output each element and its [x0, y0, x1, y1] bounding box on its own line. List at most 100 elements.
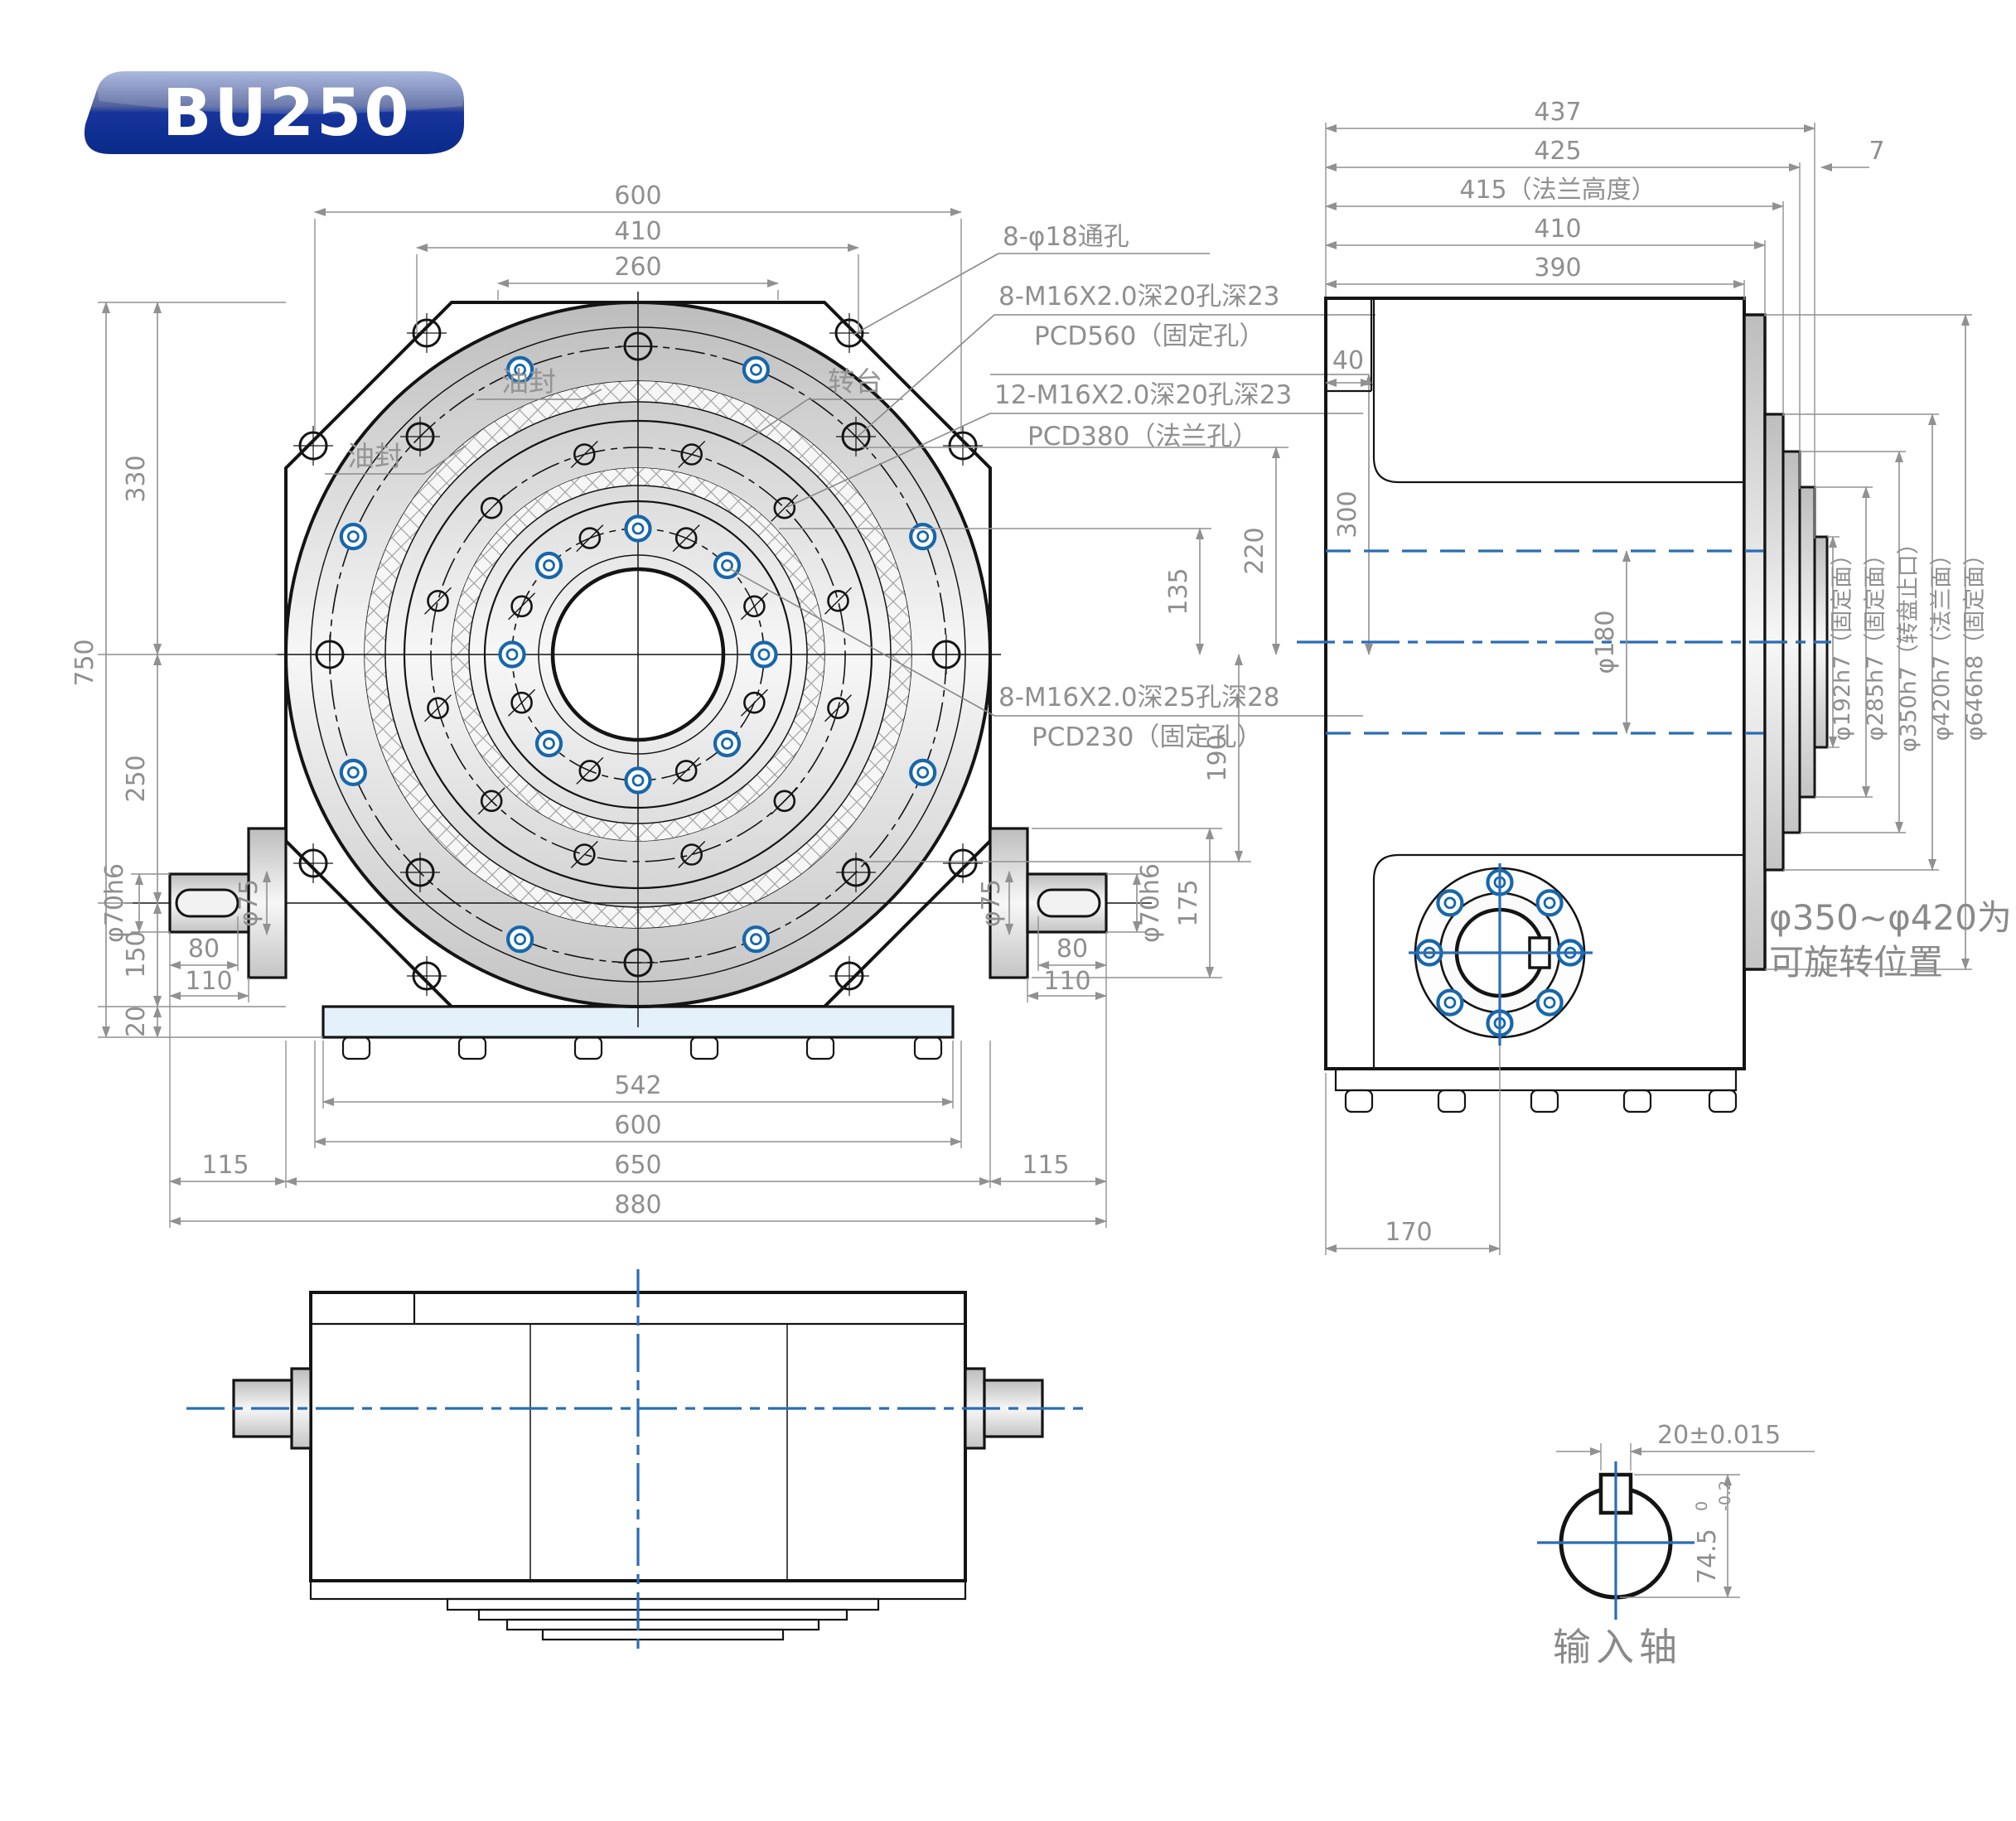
dim-left-110: 110 [185, 967, 232, 996]
dim-right-190: 190 [1203, 734, 1232, 781]
bolt-icon [1538, 891, 1562, 915]
rect-shape [573, 1036, 603, 1060]
bolt-icon [744, 358, 768, 382]
side-base-strip [1334, 1067, 1738, 1092]
front-bottom-dimensions: 542 600 650 115 115 880 [169, 1002, 1107, 1228]
front-left-dimensions: 750 330 250 150 20 [70, 302, 323, 1038]
dim-right-175: 175 [1174, 879, 1203, 926]
left-shaft-assembly [168, 827, 288, 979]
left-shaft-keyway [175, 888, 239, 918]
rect-shape [913, 1036, 943, 1060]
dim-right-300: 300 [1333, 490, 1362, 538]
bolt-icon [1538, 991, 1562, 1015]
front-view: 油封 油封 转台 8-φ18通孔 8-M16X2.0深20孔深23 PCD560… [70, 181, 1375, 1228]
face-label-192: φ192h7（固定面） [1830, 543, 1855, 741]
dim-bottom-880: 880 [614, 1191, 661, 1220]
rotation-note-line2: 可旋转位置 [1769, 942, 1943, 983]
bolt-icon [752, 643, 776, 667]
rect-shape [541, 1628, 785, 1641]
bolt-icon [500, 643, 525, 667]
bolt-icon [1438, 991, 1462, 1015]
dim-key-width: 20±0.015 [1657, 1421, 1781, 1450]
line-shape [738, 398, 809, 447]
line-shape [853, 253, 999, 336]
dim-right-shaft-dia: φ70h6 [1136, 863, 1165, 943]
dim-bottom-650: 650 [614, 1151, 661, 1180]
rect-shape [689, 1036, 719, 1060]
callout-pcd380-line1: 12-M16X2.0深20孔深23 [994, 380, 1292, 410]
use-shape [405, 312, 448, 355]
use-shape [828, 312, 871, 355]
rect-shape [805, 1036, 835, 1060]
dim-right-110: 110 [1043, 967, 1090, 996]
oil-seal-label-1: 油封 [501, 365, 556, 398]
rect-shape [1622, 1089, 1652, 1113]
dim-phi180: φ180 [1591, 610, 1620, 674]
bottom-view [186, 1269, 1090, 1655]
face-diameter-dimensions: φ192h7（固定面） φ285h7（固定面） φ350h7（转盘止口） φ42… [1765, 314, 1988, 970]
dim-top-600: 600 [614, 181, 661, 210]
side-feet [1344, 1089, 1738, 1113]
dim-shaft-tol-upper: 0 [1693, 1501, 1711, 1511]
dim-7: 7 [1869, 137, 1884, 166]
callout-pcd380-line2: PCD380（法兰孔） [1027, 422, 1258, 452]
dim-425: 425 [1534, 137, 1581, 166]
rect-shape [1437, 1089, 1467, 1113]
badge-model-text: BU250 [162, 76, 412, 151]
dim-437: 437 [1534, 98, 1581, 127]
dim-left-750: 750 [70, 639, 99, 686]
dim-bottom-600: 600 [614, 1111, 661, 1140]
dim-390: 390 [1534, 254, 1581, 283]
dim-top-410: 410 [614, 217, 661, 246]
dim-right-135: 135 [1164, 568, 1193, 615]
line-shape [728, 568, 995, 717]
use-shape [405, 954, 448, 997]
bolt-icon [537, 553, 561, 577]
right-shaft-keyway [1037, 888, 1101, 918]
dim-left-250: 250 [122, 755, 151, 802]
dim-left-shaft-dia: φ70h6 [100, 863, 129, 943]
rect-shape [457, 1036, 487, 1060]
rotation-note-line1: φ350~φ420为 [1769, 897, 2012, 938]
dim-bottom-115-left: 115 [201, 1151, 249, 1180]
front-right-dimensions: 135 220 300 190 175 [779, 374, 1373, 978]
bolt-icon [341, 524, 365, 548]
dim-bottom-542: 542 [614, 1071, 661, 1100]
dim-left-80: 80 [188, 935, 220, 964]
side-view: φ180 437 425 415（法兰高度） 410 390 [1297, 98, 2012, 1255]
rect-shape [477, 1608, 848, 1621]
face-label-350: φ350h7（转盘止口） [1896, 532, 1922, 752]
dim-415-flange-height: 415（法兰高度） [1459, 176, 1656, 205]
use-shape [941, 842, 984, 885]
right-shaft-assembly [989, 827, 1108, 979]
face-label-285: φ285h7（固定面） [1863, 543, 1888, 741]
dim-170: 170 [1385, 1218, 1432, 1247]
callout-pcd230-line2: PCD230（固定孔） [1032, 722, 1262, 752]
bolt-icon [626, 517, 650, 541]
badge-highlight [97, 71, 464, 114]
bolt-icon [911, 761, 935, 785]
line-shape [786, 413, 991, 508]
bolt-icon [715, 732, 739, 756]
model-badge: BU250 [84, 71, 465, 154]
rect-shape [505, 1618, 820, 1631]
dim-shaft-height: 74.5 [1693, 1529, 1722, 1584]
rect-shape [1344, 1089, 1374, 1113]
dim-right-80: 80 [1056, 935, 1088, 964]
input-shaft-detail: 20±0.015 74.5 0 -0.2 输入轴 [1537, 1421, 1815, 1669]
dim-bottom-115-right: 115 [1022, 1151, 1069, 1180]
callout-pcd560-line1: 8-M16X2.0深20孔深23 [998, 282, 1280, 312]
oil-seal-label-2: 油封 [347, 440, 402, 472]
dim-410: 410 [1534, 215, 1581, 244]
use-shape [828, 954, 871, 997]
front-top-dimensions: 600 410 260 [314, 181, 962, 431]
dim-left-330: 330 [122, 455, 151, 502]
bolt-icon [744, 927, 768, 951]
use-shape [292, 842, 335, 885]
face-label-646: φ646h8（固定面） [1962, 543, 1988, 741]
side-top-dimensions: 437 425 415（法兰高度） 410 390 7 [1325, 98, 1885, 539]
bolt-icon [626, 769, 650, 793]
rect-shape [341, 1036, 371, 1060]
